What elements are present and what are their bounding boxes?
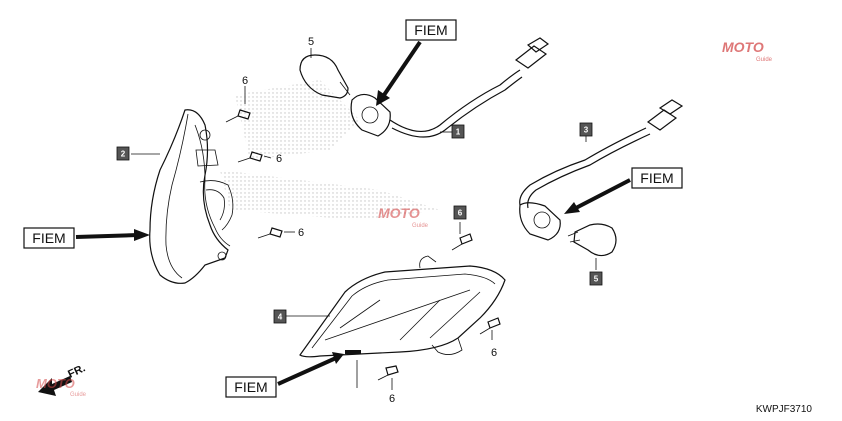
label-6-middle: 6 (276, 153, 282, 165)
callout-3: 3 (579, 122, 593, 137)
label-6-lens-bottom: 6 (389, 393, 395, 405)
svg-text:MOTO: MOTO (378, 205, 420, 221)
moto-guide-watermark-logo-center: MOTO Guide (378, 205, 429, 229)
moto-guide-watermark-logo: MOTO Guide (722, 39, 773, 63)
svg-text:MOTO: MOTO (722, 39, 764, 55)
svg-text:3: 3 (584, 126, 589, 135)
socket-harness-right-part (519, 99, 684, 241)
moto-guide-watermark-logo-bottom: MOTO Guide (36, 376, 87, 398)
honda-watermark (220, 80, 440, 220)
fiem-label-right: FIEM (564, 167, 683, 214)
bulb-top-part (299, 54, 351, 99)
screw-icon (479, 317, 501, 335)
screw-icon (257, 227, 283, 239)
bulb-right-part (567, 223, 617, 257)
svg-text:FIEM: FIEM (640, 170, 673, 186)
svg-text:MOTO: MOTO (36, 376, 75, 391)
callout-6: 6 (453, 205, 467, 220)
svg-text:2: 2 (121, 150, 126, 159)
svg-text:FIEM: FIEM (414, 22, 447, 38)
callout-2: 2 (116, 146, 130, 161)
svg-text:Guide: Guide (70, 392, 87, 398)
screw-icon (225, 109, 251, 123)
label-5-top: 5 (308, 36, 314, 48)
callout-5: 5 (589, 271, 603, 286)
svg-text:FIEM: FIEM (234, 379, 267, 395)
fiem-label-left: FIEM (23, 227, 150, 249)
label-6-upper: 6 (242, 75, 248, 87)
headlight-housing-part (149, 109, 234, 284)
label-6-lens-right: 6 (491, 347, 497, 359)
svg-text:4: 4 (278, 313, 283, 322)
screw-icon (237, 151, 263, 163)
screw-icon (451, 233, 473, 251)
turn-signal-lens-part (299, 255, 506, 358)
svg-text:FIEM: FIEM (32, 230, 65, 246)
svg-text:1: 1 (456, 128, 461, 137)
fiem-label-bottom: FIEM (225, 352, 344, 398)
leader-lines (131, 48, 597, 390)
socket-harness-top-part (350, 37, 550, 138)
svg-text:5: 5 (594, 275, 599, 284)
callout-4: 4 (273, 309, 287, 324)
svg-text:Guide: Guide (756, 57, 773, 63)
label-6-lower: 6 (298, 227, 304, 239)
svg-text:6: 6 (458, 209, 463, 218)
svg-text:Guide: Guide (412, 223, 429, 229)
diagram-code: KWPJF3710 (756, 404, 813, 415)
callout-1: 1 (451, 124, 465, 139)
fiem-label-top: FIEM (376, 19, 457, 106)
screw-icon (377, 365, 399, 381)
